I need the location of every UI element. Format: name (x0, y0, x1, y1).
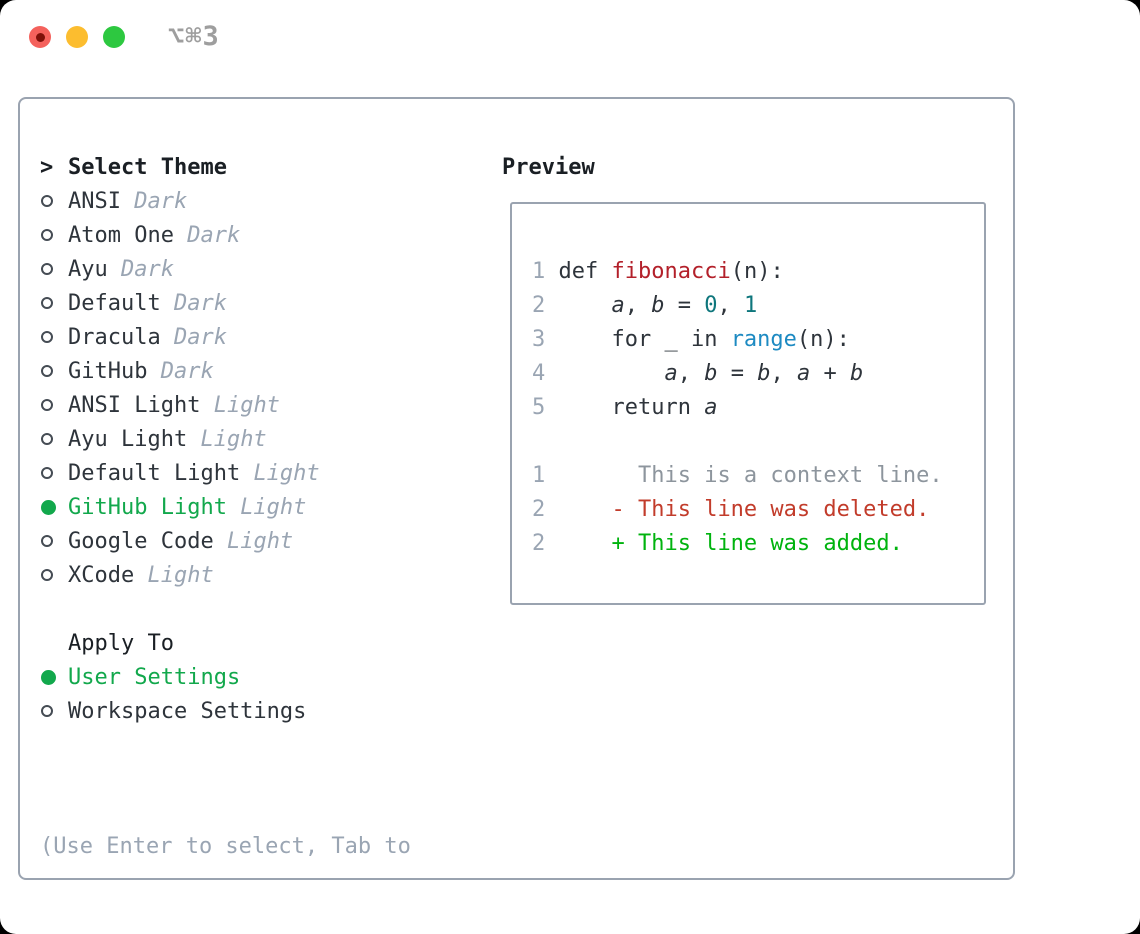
theme-option-github[interactable]: GitHub Dark (40, 354, 411, 388)
radio-icon (41, 297, 53, 309)
theme-name: GitHub Light (68, 494, 241, 520)
theme-name: ANSI (68, 188, 135, 214)
minimize-button[interactable] (66, 26, 88, 48)
theme-variant-label: Dark (160, 358, 214, 384)
code-line: 4 a, b = b, a + b (532, 360, 864, 386)
theme-variant-label: Light (147, 562, 214, 588)
theme-variant-label: Light (213, 392, 280, 418)
line-number: 4 (532, 360, 559, 386)
theme-option-github-light[interactable]: GitHub Light Light (40, 490, 411, 524)
radio-icon (41, 365, 53, 377)
spacer (40, 592, 411, 626)
code-line: 5 return a (532, 394, 718, 420)
diff-deleted-line: 2 - This line was deleted. (532, 496, 930, 522)
theme-option-default-light[interactable]: Default Light Light (40, 456, 411, 490)
line-number (532, 429, 559, 454)
theme-variant-label: Dark (173, 324, 227, 350)
theme-option-dracula[interactable]: Dracula Dark (40, 320, 411, 354)
radio-selected-icon (41, 669, 56, 685)
line-number: 3 (532, 326, 559, 352)
apply-option-label: User Settings (68, 664, 241, 690)
radio-icon (41, 229, 53, 241)
spacer (40, 728, 411, 762)
theme-name: Ayu Light (68, 426, 201, 452)
code-line: 1 def fibonacci(n): (532, 258, 784, 284)
titlebar: ⌥⌘3 (0, 0, 1140, 74)
line-number: 5 (532, 394, 559, 420)
theme-variant-label: Dark (134, 188, 188, 214)
radio-icon (41, 195, 53, 207)
theme-option-ansi[interactable]: ANSI Dark (40, 184, 411, 218)
preview-code-box: 1 def fibonacci(n): 2 a, b = 0, 1 3 for _ … (510, 202, 986, 605)
theme-variant-label: Light (253, 460, 320, 486)
radio-icon (41, 705, 53, 717)
theme-name: XCode (68, 562, 148, 588)
line-number: 1 (532, 462, 559, 488)
prompt-caret-icon: > (40, 154, 54, 180)
hint-text: (Use Enter to select, Tab to change focu… (40, 762, 411, 934)
blank-line (532, 424, 984, 458)
theme-option-ayu[interactable]: Ayu Dark (40, 252, 411, 286)
theme-name: Dracula (68, 324, 174, 350)
preview-column: Preview 1 def fibonacci(n): 2 a, b = 0, 1… (502, 150, 986, 605)
select-theme-title: Select Theme (68, 154, 227, 180)
select-theme-header: > Select Theme (40, 150, 411, 184)
radio-icon (41, 331, 53, 343)
diff-context-line: 1 This is a context line. (532, 462, 943, 488)
theme-option-atom-one[interactable]: Atom One Dark (40, 218, 411, 252)
hint-line-1: (Use Enter to select, Tab to (40, 834, 411, 859)
theme-name: Atom One (68, 222, 188, 248)
apply-to-header: Apply To (40, 626, 411, 660)
radio-icon (41, 263, 53, 275)
radio-icon (41, 399, 53, 411)
line-number: 2 (532, 530, 559, 556)
theme-name: GitHub (68, 358, 161, 384)
diff-added-line: 2 + This line was added. (532, 530, 903, 556)
maximize-button[interactable] (103, 26, 125, 48)
theme-name: Google Code (68, 528, 227, 554)
theme-name: Ayu (68, 256, 121, 282)
theme-name: Default Light (68, 460, 254, 486)
close-button[interactable] (29, 26, 51, 48)
line-number: 2 (532, 292, 559, 318)
theme-name: Default (68, 290, 174, 316)
apply-option-user-settings[interactable]: User Settings (40, 660, 411, 694)
theme-variant-label: Dark (173, 290, 227, 316)
close-dot-icon (35, 32, 45, 42)
radio-icon (41, 433, 53, 445)
theme-variant-label: Light (200, 426, 267, 452)
line-number: 1 (532, 258, 559, 284)
theme-option-ansi-light[interactable]: ANSI Light Light (40, 388, 411, 422)
radio-icon (41, 569, 53, 581)
theme-variant-label: Dark (187, 222, 241, 248)
theme-name: ANSI Light (68, 392, 214, 418)
theme-variant-label: Dark (120, 256, 174, 282)
radio-icon (41, 535, 53, 547)
code-line: 2 a, b = 0, 1 (532, 292, 758, 318)
apply-option-workspace-settings[interactable]: Workspace Settings (40, 694, 411, 728)
theme-option-ayu-light[interactable]: Ayu Light Light (40, 422, 411, 456)
radio-selected-icon (41, 499, 56, 515)
theme-option-google-code[interactable]: Google Code Light (40, 524, 411, 558)
code-line: 3 for _ in range(n): (532, 326, 850, 352)
window-title: ⌥⌘3 (168, 21, 220, 52)
theme-variant-label: Light (226, 528, 294, 554)
theme-variant-label: Light (240, 494, 307, 520)
theme-option-xcode[interactable]: XCode Light (40, 558, 411, 592)
theme-option-default[interactable]: Default Dark (40, 286, 411, 320)
preview-title: Preview (502, 154, 595, 180)
radio-icon (41, 467, 53, 479)
apply-to-title: Apply To (68, 630, 174, 656)
apply-option-label: Workspace Settings (68, 698, 307, 724)
line-number: 2 (532, 496, 559, 522)
